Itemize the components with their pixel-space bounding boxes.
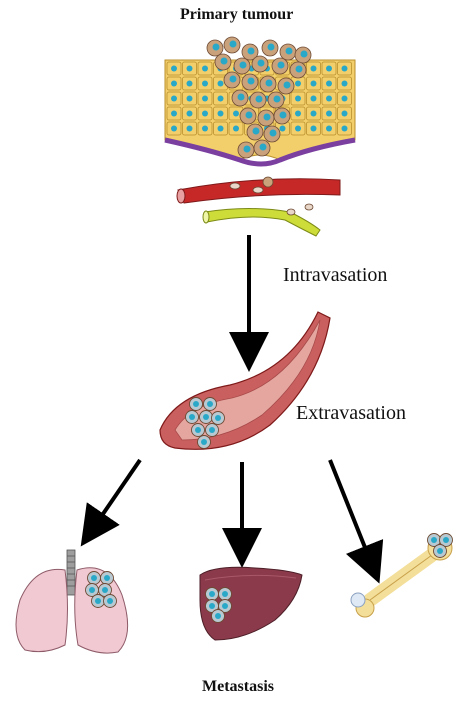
primary-tumour-tissue xyxy=(164,36,356,167)
tumour-cluster xyxy=(185,397,225,449)
title-metastasis: Metastasis xyxy=(202,678,274,695)
liver-metastasis-cluster xyxy=(205,587,232,623)
opened-vessel-with-tumour-cluster xyxy=(159,311,331,450)
bone-metastasis-cluster xyxy=(427,533,453,558)
blood-vessel xyxy=(176,176,341,204)
tumour-cells xyxy=(206,36,312,159)
lymphatic-vessel xyxy=(202,203,321,237)
lung-metastasis-cluster xyxy=(85,571,117,608)
bone-icon xyxy=(350,533,453,618)
arrow-to-lungs xyxy=(80,458,142,547)
liver-icon xyxy=(199,566,303,641)
label-intravasation: Intravasation xyxy=(283,264,388,286)
lungs-icon xyxy=(15,549,129,654)
title-primary-tumour: Primary tumour xyxy=(180,6,294,23)
arrow-to-bone xyxy=(328,459,384,584)
label-extravasation: Extravasation xyxy=(296,402,406,424)
